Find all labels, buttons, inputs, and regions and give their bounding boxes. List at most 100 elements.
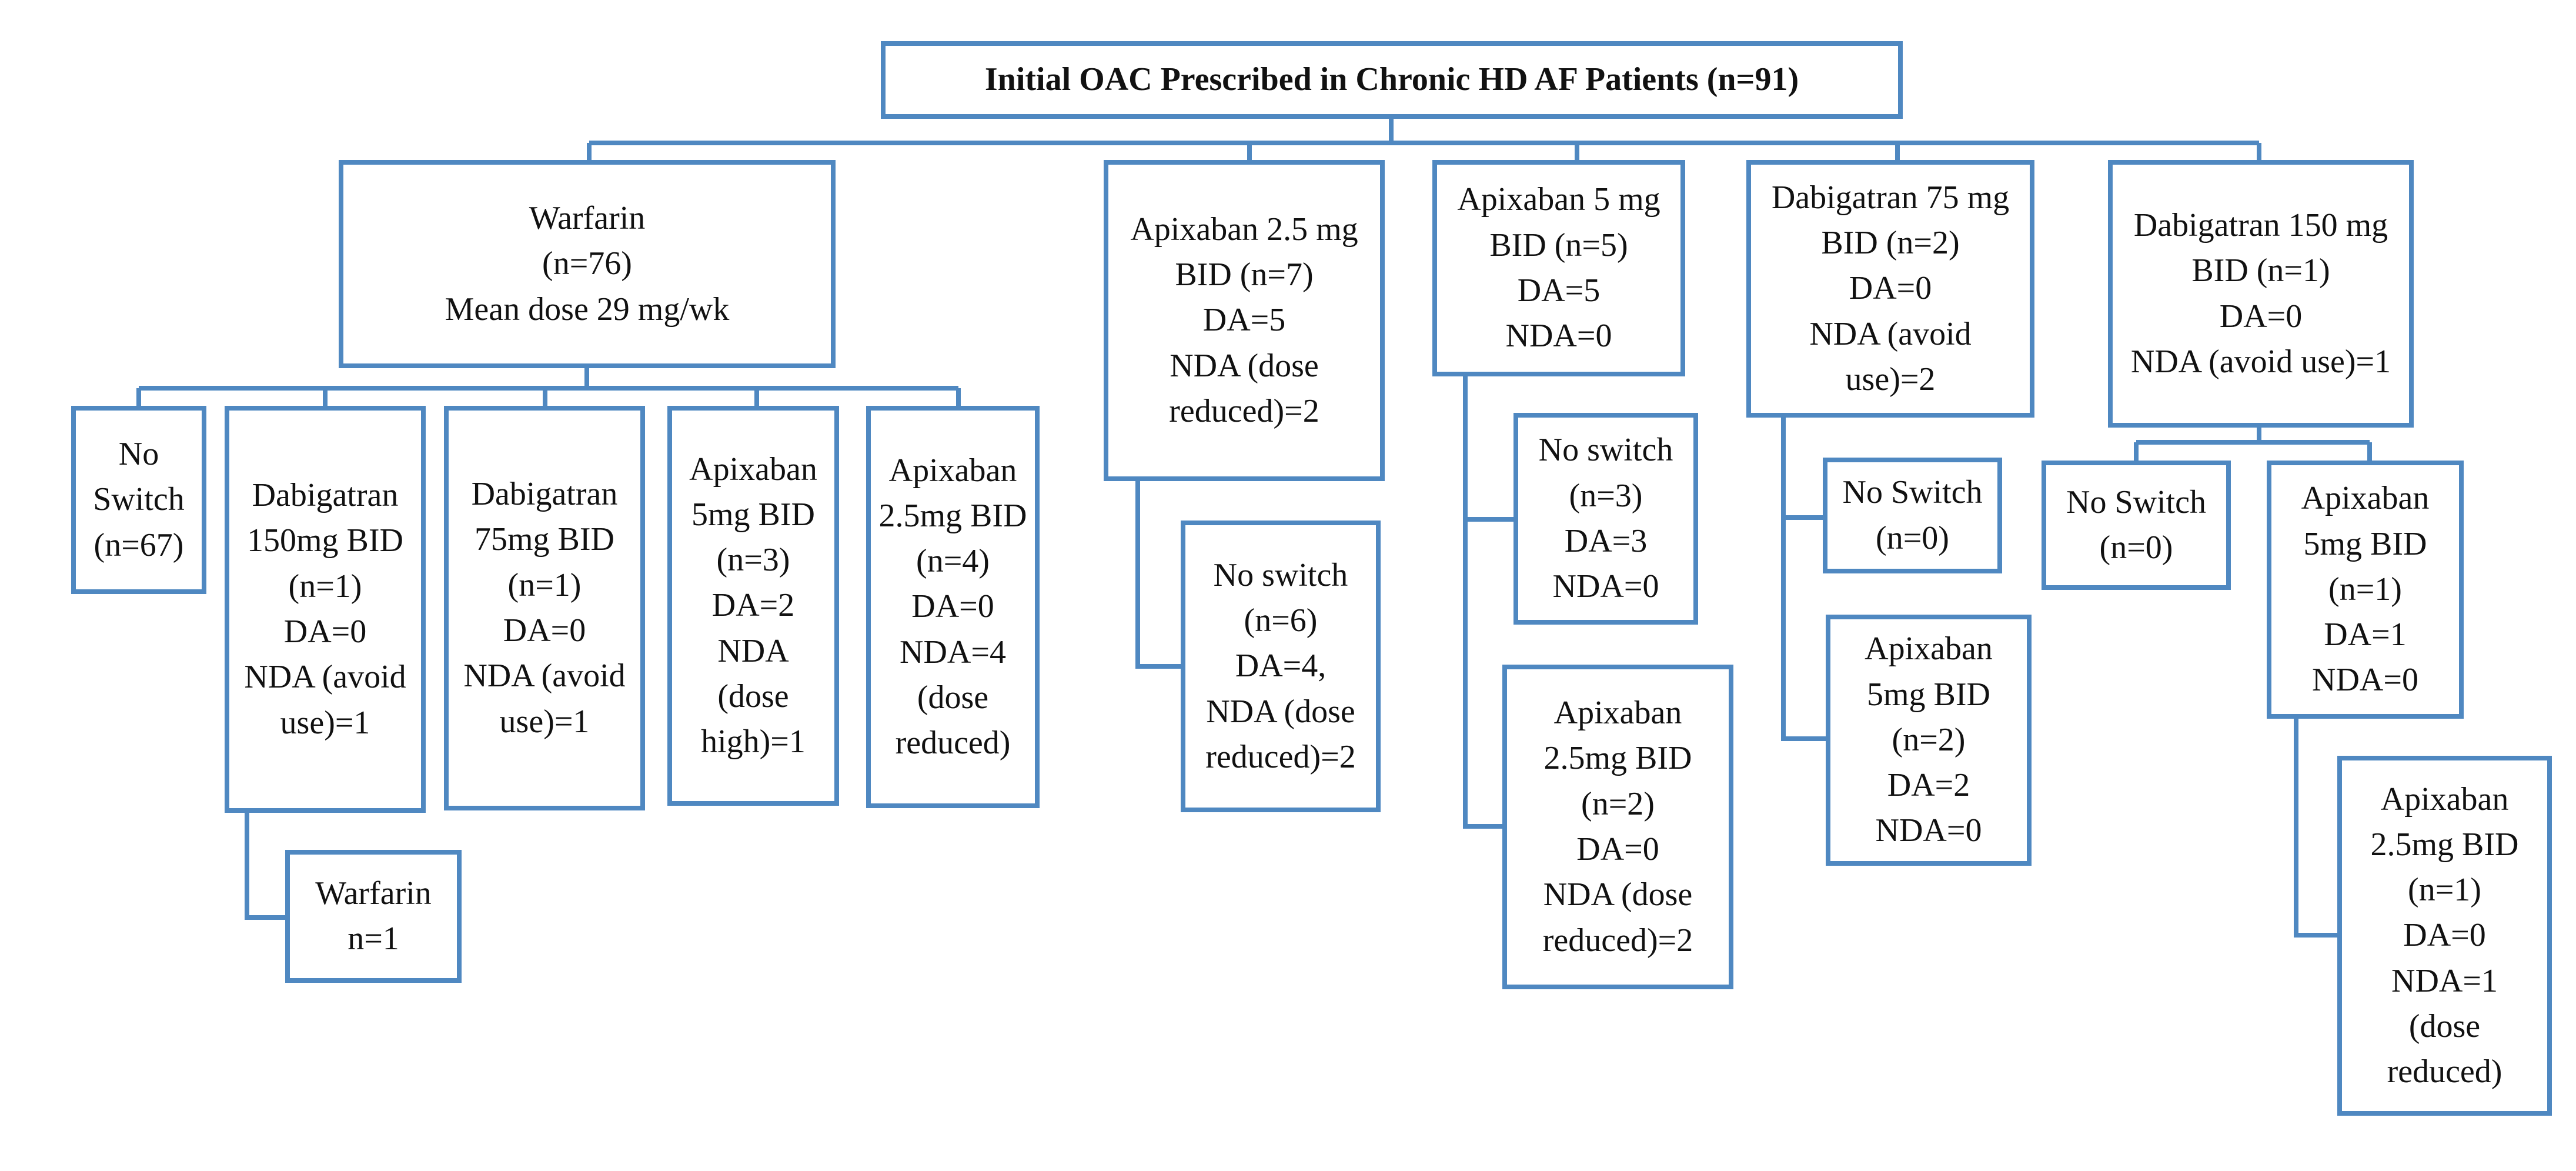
dabigatran-75-initial-box: Dabigatran 75 mg BID (n=2) DA=0 NDA (avo… [1746,160,2034,418]
warfarin-line-1: Warfarin [529,200,646,237]
wa5-line-5: NDA [717,632,789,669]
wa25-line-2: 2.5mg BID [878,497,1027,534]
a25ins-line-1: No switch [1213,556,1348,593]
a25ins-line-3: DA=4, [1235,648,1327,685]
a5ins-line-4: NDA=0 [1552,568,1659,605]
d150ins-line-2: (n=0) [2099,529,2173,566]
wa25-line-3: (n=4) [916,543,990,580]
wa5-line-3: (n=3) [716,542,790,579]
warfarin-box: Warfarin (n=76) Mean dose 29 mg/wk [339,160,836,368]
d75i-line-5: use)=2 [1845,361,1936,398]
d75i-line-4: NDA (avoid [1809,315,1972,352]
warfarin-line-2: (n=76) [542,245,632,282]
dabigatran-150-initial-apixaban-2-5-box: Apixaban 2.5mg BID (n=1) DA=0 NDA=1 (dos… [2337,756,2552,1116]
warfarin-no-switch-line-2: Switch [93,481,185,518]
d75i-line-2: BID (n=2) [1821,225,1960,262]
wd150-line-5: NDA (avoid [244,659,406,696]
wd75-line-4: DA=0 [503,612,586,649]
d150ins-line-1: No Switch [2066,483,2206,521]
wd150-line-6: use)=1 [280,704,370,741]
warfarin-apixaban-5-box: Apixaban 5mg BID (n=3) DA=2 NDA (dose hi… [667,406,839,806]
d75i-line-1: Dabigatran 75 mg [1771,179,2010,216]
dabigatran-150-initial-box: Dabigatran 150 mg BID (n=1) DA=0 NDA (av… [2108,160,2414,428]
d150ia25-line-2: 2.5mg BID [2370,826,2519,863]
d75i-line-3: DA=0 [1849,270,1932,307]
wd150w-line-1: Warfarin [315,875,432,912]
wa25-line-1: Apixaban [888,452,1017,489]
d150ia25-line-1: Apixaban [2380,780,2509,818]
apixaban-2-5-initial-box: Apixaban 2.5 mg BID (n=7) DA=5 NDA (dose… [1104,160,1385,481]
d75ia5-line-2: 5mg BID [1867,676,1990,713]
a25ins-line-5: reduced)=2 [1205,738,1356,775]
d150i-line-1: Dabigatran 150 mg [2133,206,2388,243]
a5ia25-line-5: NDA (dose [1543,876,1693,913]
d150ia5-line-5: NDA=0 [2312,662,2418,699]
a25i-line-5: reduced)=2 [1169,392,1319,429]
d150ia25-line-3: (n=1) [2408,872,2481,909]
d150ia5-line-3: (n=1) [2328,571,2402,608]
a5ia25-line-3: (n=2) [1581,785,1655,822]
wd75-line-2: 75mg BID [474,521,614,558]
apixaban-5-initial-no-switch-box: No switch (n=3) DA=3 NDA=0 [1513,413,1698,625]
d150ia25-line-4: DA=0 [2403,917,2486,954]
d150i-line-2: BID (n=1) [2191,252,2330,289]
wa25-line-6: (dose [917,679,989,716]
wa25-line-5: NDA=4 [900,633,1006,670]
dabigatran-150-initial-no-switch-box: No Switch (n=0) [2042,461,2231,590]
a5i-line-4: NDA=0 [1505,318,1612,355]
d150ia5-line-4: DA=1 [2324,616,2407,653]
a5ins-line-3: DA=3 [1564,523,1648,559]
a25ins-line-4: NDA (dose [1206,693,1355,730]
wa25-line-7: reduced) [895,725,1011,762]
wa5-line-4: DA=2 [711,587,795,624]
warfarin-no-switch-line-3: (n=67) [93,526,184,563]
a5ins-line-2: (n=3) [1569,477,1643,514]
wd150-line-3: (n=1) [288,568,362,605]
a5ia25-line-6: reduced)=2 [1542,922,1693,959]
d150i-line-4: NDA (avoid use)=1 [2130,343,2391,380]
a25i-line-3: DA=5 [1202,302,1286,339]
d150i-line-3: DA=0 [2219,298,2303,335]
d75ia5-line-1: Apixaban [1865,630,1993,668]
a5ia25-line-4: DA=0 [1576,831,1659,868]
a5ia25-line-2: 2.5mg BID [1543,740,1692,777]
wd150-line-1: Dabigatran [252,477,399,514]
warfarin-dabigatran-150-box: Dabigatran 150mg BID (n=1) DA=0 NDA (avo… [225,406,426,813]
wd150w-line-2: n=1 [348,920,399,957]
warfarin-no-switch-box: No Switch (n=67) [71,406,206,594]
wa5-line-6: (dose [717,678,789,715]
a5ia25-line-1: Apixaban [1553,695,1682,732]
wd75-line-1: Dabigatran [471,476,618,513]
a25ins-line-2: (n=6) [1244,602,1318,639]
wa5-line-7: high)=1 [701,723,806,760]
wa5-line-2: 5mg BID [691,496,815,533]
a5ins-line-1: No switch [1538,432,1673,469]
a5i-line-2: BID (n=5) [1489,226,1628,263]
d150ia25-line-5: NDA=1 [2391,962,2498,999]
d75ia5-line-3: (n=2) [1892,721,1966,758]
apixaban-5-initial-box: Apixaban 5 mg BID (n=5) DA=5 NDA=0 [1432,160,1685,376]
warfarin-dabigatran-75-box: Dabigatran 75mg BID (n=1) DA=0 NDA (avoi… [444,406,645,810]
d75ins-line-1: No Switch [1842,474,1983,511]
root-title: Initial OAC Prescribed in Chronic HD AF … [984,61,1799,98]
wd150-line-2: 150mg BID [246,522,403,559]
d150ia25-line-7: reduced) [2387,1053,2503,1090]
dabigatran-75-initial-apixaban-5-box: Apixaban 5mg BID (n=2) DA=2 NDA=0 [1826,615,2032,866]
a5i-line-3: DA=5 [1517,272,1601,309]
apixaban-2-5-initial-no-switch-box: No switch (n=6) DA=4, NDA (dose reduced)… [1181,521,1381,812]
warfarin-no-switch-line-1: No [118,436,159,473]
wa5-line-1: Apixaban [689,451,817,488]
wd150-line-4: DA=0 [283,613,367,650]
root-box: Initial OAC Prescribed in Chronic HD AF … [881,41,1903,119]
warfarin-dabigatran-150-warfarin-box: Warfarin n=1 [285,850,462,983]
d75ins-line-2: (n=0) [1876,519,1949,556]
a25i-line-4: NDA (dose [1170,347,1319,384]
warfarin-line-3: Mean dose 29 mg/wk [445,291,730,328]
d150ia5-line-2: 5mg BID [2303,525,2427,562]
warfarin-apixaban-2-5-box: Apixaban 2.5mg BID (n=4) DA=0 NDA=4 (dos… [866,406,1040,808]
dabigatran-150-initial-apixaban-5-box: Apixaban 5mg BID (n=1) DA=1 NDA=0 [2267,461,2464,719]
dabigatran-75-initial-no-switch-box: No Switch (n=0) [1823,458,2002,573]
d75ia5-line-4: DA=2 [1887,767,1970,804]
